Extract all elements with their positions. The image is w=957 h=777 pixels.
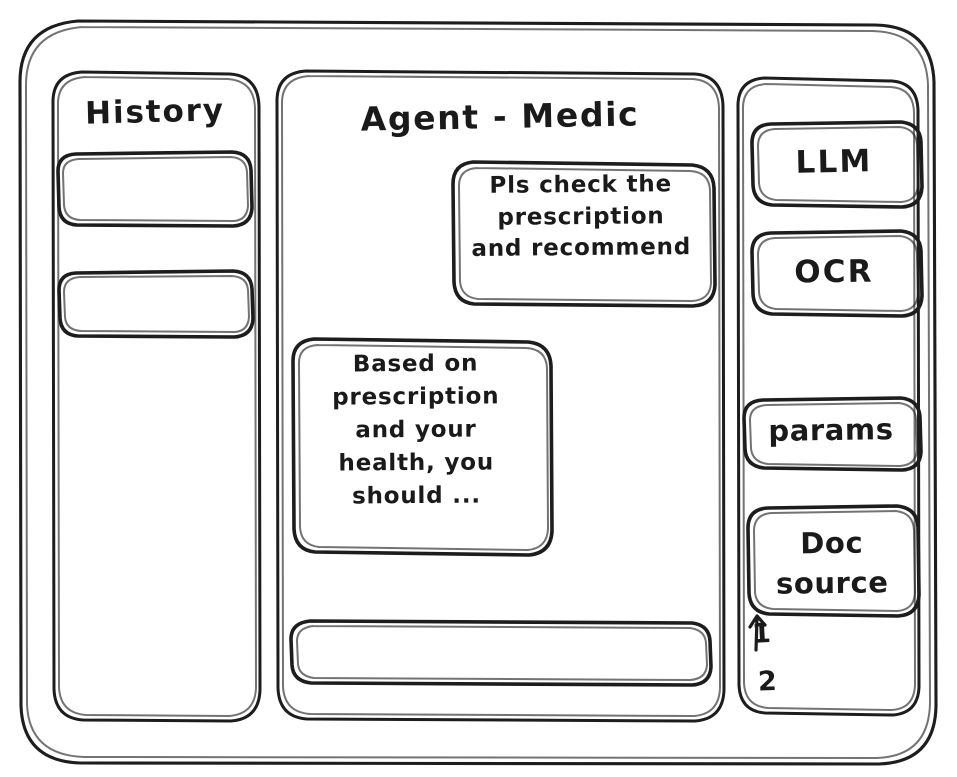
- user-message-outline: [451, 160, 717, 308]
- composer-input[interactable]: [291, 621, 711, 686]
- agent-panel-outline: [275, 69, 726, 723]
- page-title: Agent - Medic: [360, 94, 640, 139]
- history-panel-outline: [51, 70, 262, 723]
- history-item-2[interactable]: [59, 271, 254, 338]
- composer-outline[interactable]: [289, 619, 713, 687]
- tool-button-params[interactable]: [744, 398, 921, 470]
- tools-panel-outline: [736, 76, 921, 717]
- history-item-2-outline: [57, 269, 255, 339]
- doc-source-outline[interactable]: [746, 504, 921, 618]
- ocr-outline[interactable]: [750, 229, 924, 318]
- history-title: History: [84, 92, 226, 132]
- window-frame: [18, 19, 938, 766]
- user-message-text: Pls check the prescription and recommend: [471, 171, 692, 263]
- tool-button-llm[interactable]: [752, 122, 922, 207]
- doc-source-list-item-2[interactable]: 2: [757, 665, 779, 698]
- params-outline[interactable]: [742, 396, 923, 472]
- llm-outline[interactable]: [750, 120, 924, 209]
- doc-source-list-item-1[interactable]: 1: [751, 617, 773, 650]
- history-item-1[interactable]: [58, 152, 253, 227]
- doc-source-connector: [748, 614, 767, 652]
- agent-message-text: Based on prescription and your health, y…: [332, 350, 500, 510]
- agent-message-outline: [291, 337, 554, 557]
- history-item-1-outline: [56, 150, 254, 228]
- tool-button-ocr[interactable]: [752, 231, 922, 316]
- tool-button-doc-source[interactable]: [748, 506, 919, 616]
